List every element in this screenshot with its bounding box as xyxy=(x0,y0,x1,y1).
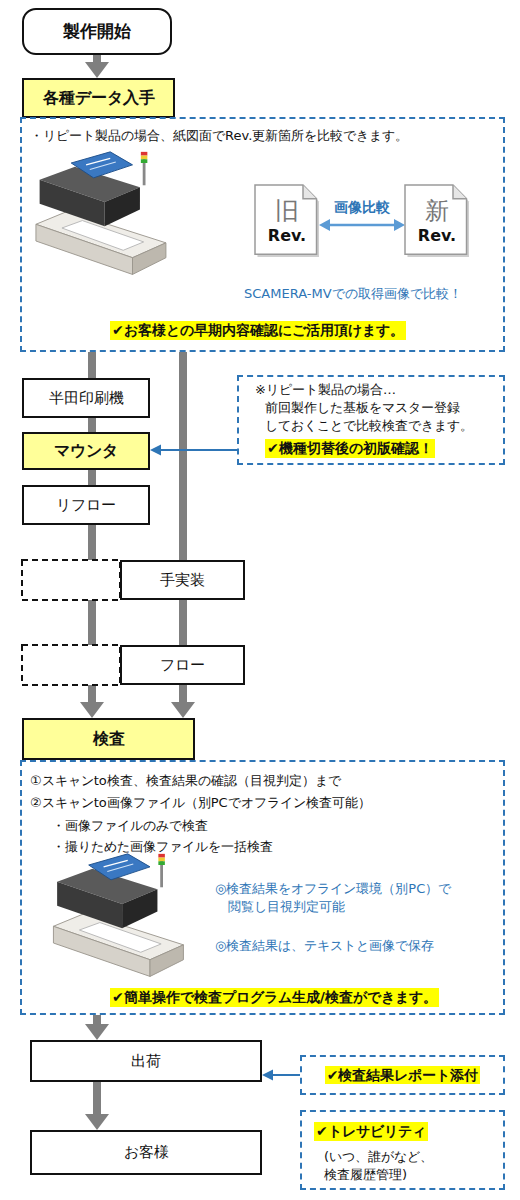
node-text: ✔検査結果レポート添付 xyxy=(325,1066,481,1085)
arrow-shaft xyxy=(88,352,96,378)
node-text: リフロー xyxy=(56,495,116,515)
callout-box: ※リピート製品の場合…前回製作した基板をマスター登録 しておくことで比較検査でき… xyxy=(237,375,505,465)
node-text: ✔トレサビリティ xyxy=(314,1122,428,1141)
document-page xyxy=(255,185,317,254)
node-text: ◎検査結果は、テキストと画像で保存 xyxy=(215,937,434,955)
node-text: ②スキャンto画像ファイル（別PCでオフライン検査可能） xyxy=(30,794,371,812)
flow-arrow xyxy=(92,470,93,485)
flow-arrow xyxy=(262,1070,300,1081)
process-box: フロー xyxy=(120,645,245,685)
flow-arrow xyxy=(183,600,184,645)
arrow-head xyxy=(80,702,104,718)
node-text: 旧 Rev. xyxy=(264,197,310,245)
node-text: ・撮りためた画像ファイルを一括検査 xyxy=(52,838,273,856)
feature-panel: ・リピート製品の場合、紙図面でRev.更新箇所を比較できます。 SCAMERA-M… xyxy=(20,117,505,352)
node-text: ・リピート製品の場合、紙図面でRev.更新箇所を比較できます。 xyxy=(30,127,408,145)
flow-arrow xyxy=(85,1015,109,1040)
node-text: 製作開始 xyxy=(63,20,131,43)
node-text: 前回製作した基板をマスター登録 しておくことで比較検査できます。 xyxy=(265,399,497,434)
arrow-shaft xyxy=(93,1082,101,1116)
process-box: 出荷 xyxy=(30,1040,262,1082)
arrow-head xyxy=(394,219,405,231)
scanner-illustration xyxy=(53,854,183,977)
arrow-shaft xyxy=(179,352,187,560)
process-box: 手実装 xyxy=(120,560,245,600)
arrow-head xyxy=(171,702,195,718)
node-text: (いつ、誰がなど、 検査履歴管理) xyxy=(324,1148,494,1183)
callout-box: ✔トレサビリティ (いつ、誰がなど、 検査履歴管理) xyxy=(300,1110,505,1190)
arrow-shaft xyxy=(160,449,237,451)
arrow-shaft xyxy=(88,470,96,485)
node-text: 手実装 xyxy=(160,570,205,590)
node-text: お客様 xyxy=(124,1142,169,1162)
flow-arrow xyxy=(183,352,184,560)
flow-arrow xyxy=(85,1082,109,1130)
callout-box: ✔検査結果レポート添付 xyxy=(300,1055,505,1095)
document-page xyxy=(405,185,467,254)
node-text: ◎検査結果をオフライン環境（別PC）で 閲覧し目視判定可能 xyxy=(215,880,498,915)
arrow-head xyxy=(150,445,161,456)
node-text: ・画像ファイルのみで検査 xyxy=(52,817,208,835)
node-text: 検査 xyxy=(93,728,125,750)
node-text: マウンタ xyxy=(54,440,118,462)
arrow-head xyxy=(262,1070,273,1081)
flow-arrow xyxy=(171,685,195,718)
node-text: ✔機種切替後の初版確認！ xyxy=(265,439,435,458)
document-fold xyxy=(453,185,467,199)
arrow-head xyxy=(85,1114,109,1130)
empty-step-box xyxy=(22,560,120,600)
flow-arrow xyxy=(92,352,93,378)
node-text: 新 Rev. xyxy=(414,197,460,245)
process-box: マウンタ xyxy=(22,432,150,470)
process-box: リフロー xyxy=(22,485,150,525)
document-fold xyxy=(303,185,317,199)
stage-header: 検査 xyxy=(22,718,195,760)
node-text: ※リピート製品の場合… xyxy=(255,381,396,399)
node-text: ①スキャンto検査、検査結果の確認（目視判定）まで xyxy=(30,772,341,790)
arrow-shaft xyxy=(329,224,395,227)
arrow-head xyxy=(319,219,330,231)
arrow-shaft xyxy=(88,418,96,432)
document-icon: 新 Rev. xyxy=(405,185,469,257)
feature-panel: ①スキャンto検査、検査結果の確認（目視判定）まで ②スキャンto画像ファイル（別… xyxy=(20,760,505,1015)
flow-arrow xyxy=(319,219,405,231)
process-box: 半田印刷機 xyxy=(22,378,150,418)
document-icon: 旧 Rev. xyxy=(255,185,319,257)
stage-header: 各種データ入手 xyxy=(22,78,175,118)
arrow-shaft xyxy=(179,600,187,645)
node-text: ✔お客様との早期内容確認にご活用頂けます。 xyxy=(110,321,406,340)
start-terminal: 製作開始 xyxy=(22,8,172,55)
flow-arrow xyxy=(85,55,109,78)
node-text: ✔簡単操作で検査プログラム生成/検査ができます。 xyxy=(110,988,439,1007)
arrow-head xyxy=(85,1024,109,1040)
arrow-head xyxy=(85,62,109,78)
node-text: フロー xyxy=(160,655,205,675)
flow-arrow xyxy=(92,418,93,432)
flow-arrow xyxy=(150,445,237,456)
scanner-illustration xyxy=(36,152,166,275)
arrow-shaft xyxy=(179,685,187,704)
end-box: お客様 xyxy=(30,1130,262,1175)
empty-step-box xyxy=(22,645,120,685)
flow-arrow xyxy=(80,525,104,718)
node-text: SCAMERA-MVでの取得画像で比較！ xyxy=(244,285,462,303)
arrow-shaft xyxy=(272,1074,300,1076)
node-text: 半田印刷機 xyxy=(49,388,124,408)
edge-label: 画像比較 xyxy=(334,199,390,217)
node-text: 出荷 xyxy=(131,1051,161,1071)
node-text: 各種データ入手 xyxy=(43,87,155,109)
